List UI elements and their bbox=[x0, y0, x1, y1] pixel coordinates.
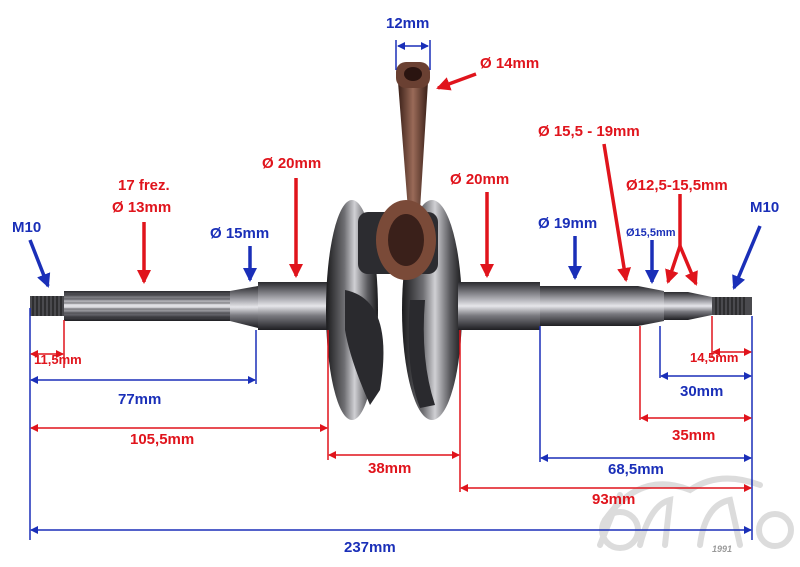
label-rod-pin: Ø 14mm bbox=[480, 55, 539, 72]
dim-label-93mm: 93mm bbox=[592, 491, 635, 508]
arrow-thread-right bbox=[732, 225, 762, 290]
crankshaft-shape bbox=[30, 62, 752, 420]
spline-section bbox=[64, 291, 230, 321]
watermark-year: 1991 bbox=[712, 544, 732, 554]
label-spline-note-2: Ø 13mm bbox=[112, 199, 171, 216]
left-journal bbox=[258, 282, 330, 330]
arrow-cone-right bbox=[678, 245, 698, 286]
label-cone-range: Ø12,5-15,5mm bbox=[626, 177, 728, 194]
dim-label-77mm: 77mm bbox=[118, 391, 161, 408]
dim-label-35mm: 35mm bbox=[672, 427, 715, 444]
label-thread-left: M10 bbox=[12, 219, 41, 236]
dim-label-38mm: 38mm bbox=[368, 460, 411, 477]
dim-label-105-5mm: 105,5mm bbox=[130, 431, 194, 448]
dim-label-68-5mm: 68,5mm bbox=[608, 461, 664, 478]
watermark-logo bbox=[597, 475, 794, 551]
dim-label-11-5mm: 11,5mm bbox=[34, 352, 82, 367]
label-taper-range: Ø 15,5 - 19mm bbox=[538, 123, 640, 140]
dim-label-30mm: 30mm bbox=[680, 383, 723, 400]
connecting-rod bbox=[398, 82, 428, 210]
red-extension-lines bbox=[29, 308, 753, 540]
dim-label-14-5mm: 14,5mm bbox=[690, 350, 738, 365]
label-step-small: Ø15,5mm bbox=[626, 227, 676, 239]
blue-extension-lines bbox=[255, 40, 661, 462]
label-spline-note-1: 17 frez. bbox=[118, 177, 170, 194]
label-right-web: Ø 20mm bbox=[450, 171, 509, 188]
arrow-taper bbox=[602, 143, 631, 282]
label-left-web: Ø 20mm bbox=[262, 155, 321, 172]
right-journal bbox=[458, 282, 540, 330]
label-left-bearing: Ø 15mm bbox=[210, 225, 269, 242]
label-thread-right: M10 bbox=[750, 199, 779, 216]
arrow-cone-left bbox=[665, 245, 682, 284]
arrow-thread-left bbox=[28, 239, 51, 288]
arrow-rod-pin bbox=[436, 72, 477, 91]
dim-label-237mm: 237mm bbox=[344, 539, 396, 556]
label-right-journal: Ø 19mm bbox=[538, 215, 597, 232]
label-rod-width: 12mm bbox=[386, 15, 429, 32]
